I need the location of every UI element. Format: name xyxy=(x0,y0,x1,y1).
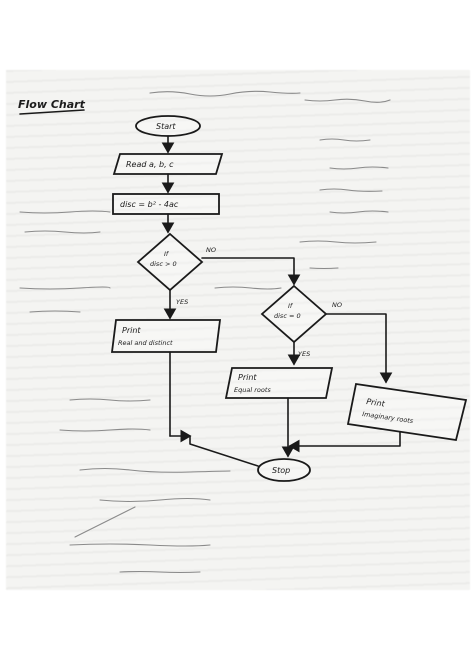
start-label: Start xyxy=(156,122,176,131)
decision1-line1: If xyxy=(164,250,170,258)
decision2-yes-label: YES xyxy=(298,350,310,358)
output-equal-box xyxy=(224,367,334,399)
stop-terminal xyxy=(257,458,311,482)
output-real-line1: Print xyxy=(122,326,141,335)
output-real-line2: Real and distinct xyxy=(118,339,173,347)
decision1-line2: disc > 0 xyxy=(150,260,177,268)
compute-label: disc = b² - 4ac xyxy=(120,200,179,209)
title-underline xyxy=(19,109,85,115)
compute-box xyxy=(112,193,220,215)
flow-line xyxy=(189,435,259,467)
stop-label: Stop xyxy=(272,466,290,475)
output-equal-line2: Equal roots xyxy=(234,386,271,394)
flow-arrow xyxy=(288,431,401,453)
input-box xyxy=(112,153,224,175)
output-imaginary-box xyxy=(346,382,468,442)
page-title: Flow Chart xyxy=(18,98,86,111)
input-label: Read a, b, c xyxy=(126,160,174,169)
decision2-line2: disc = 0 xyxy=(274,312,301,320)
background-scribbles xyxy=(19,90,391,574)
decision1-yes-label: YES xyxy=(176,298,188,306)
paper-sheet xyxy=(6,70,470,590)
decision2-no-label: NO xyxy=(332,301,342,309)
output-equal-line1: Print xyxy=(238,373,257,382)
flow-arrow-no xyxy=(325,313,393,384)
decision1-no-label: NO xyxy=(206,246,216,254)
decision2-line1: If xyxy=(288,302,294,310)
output-real-box xyxy=(110,319,222,353)
output-imag-line1: Print xyxy=(366,397,386,409)
flow-arrow-no xyxy=(201,257,301,286)
